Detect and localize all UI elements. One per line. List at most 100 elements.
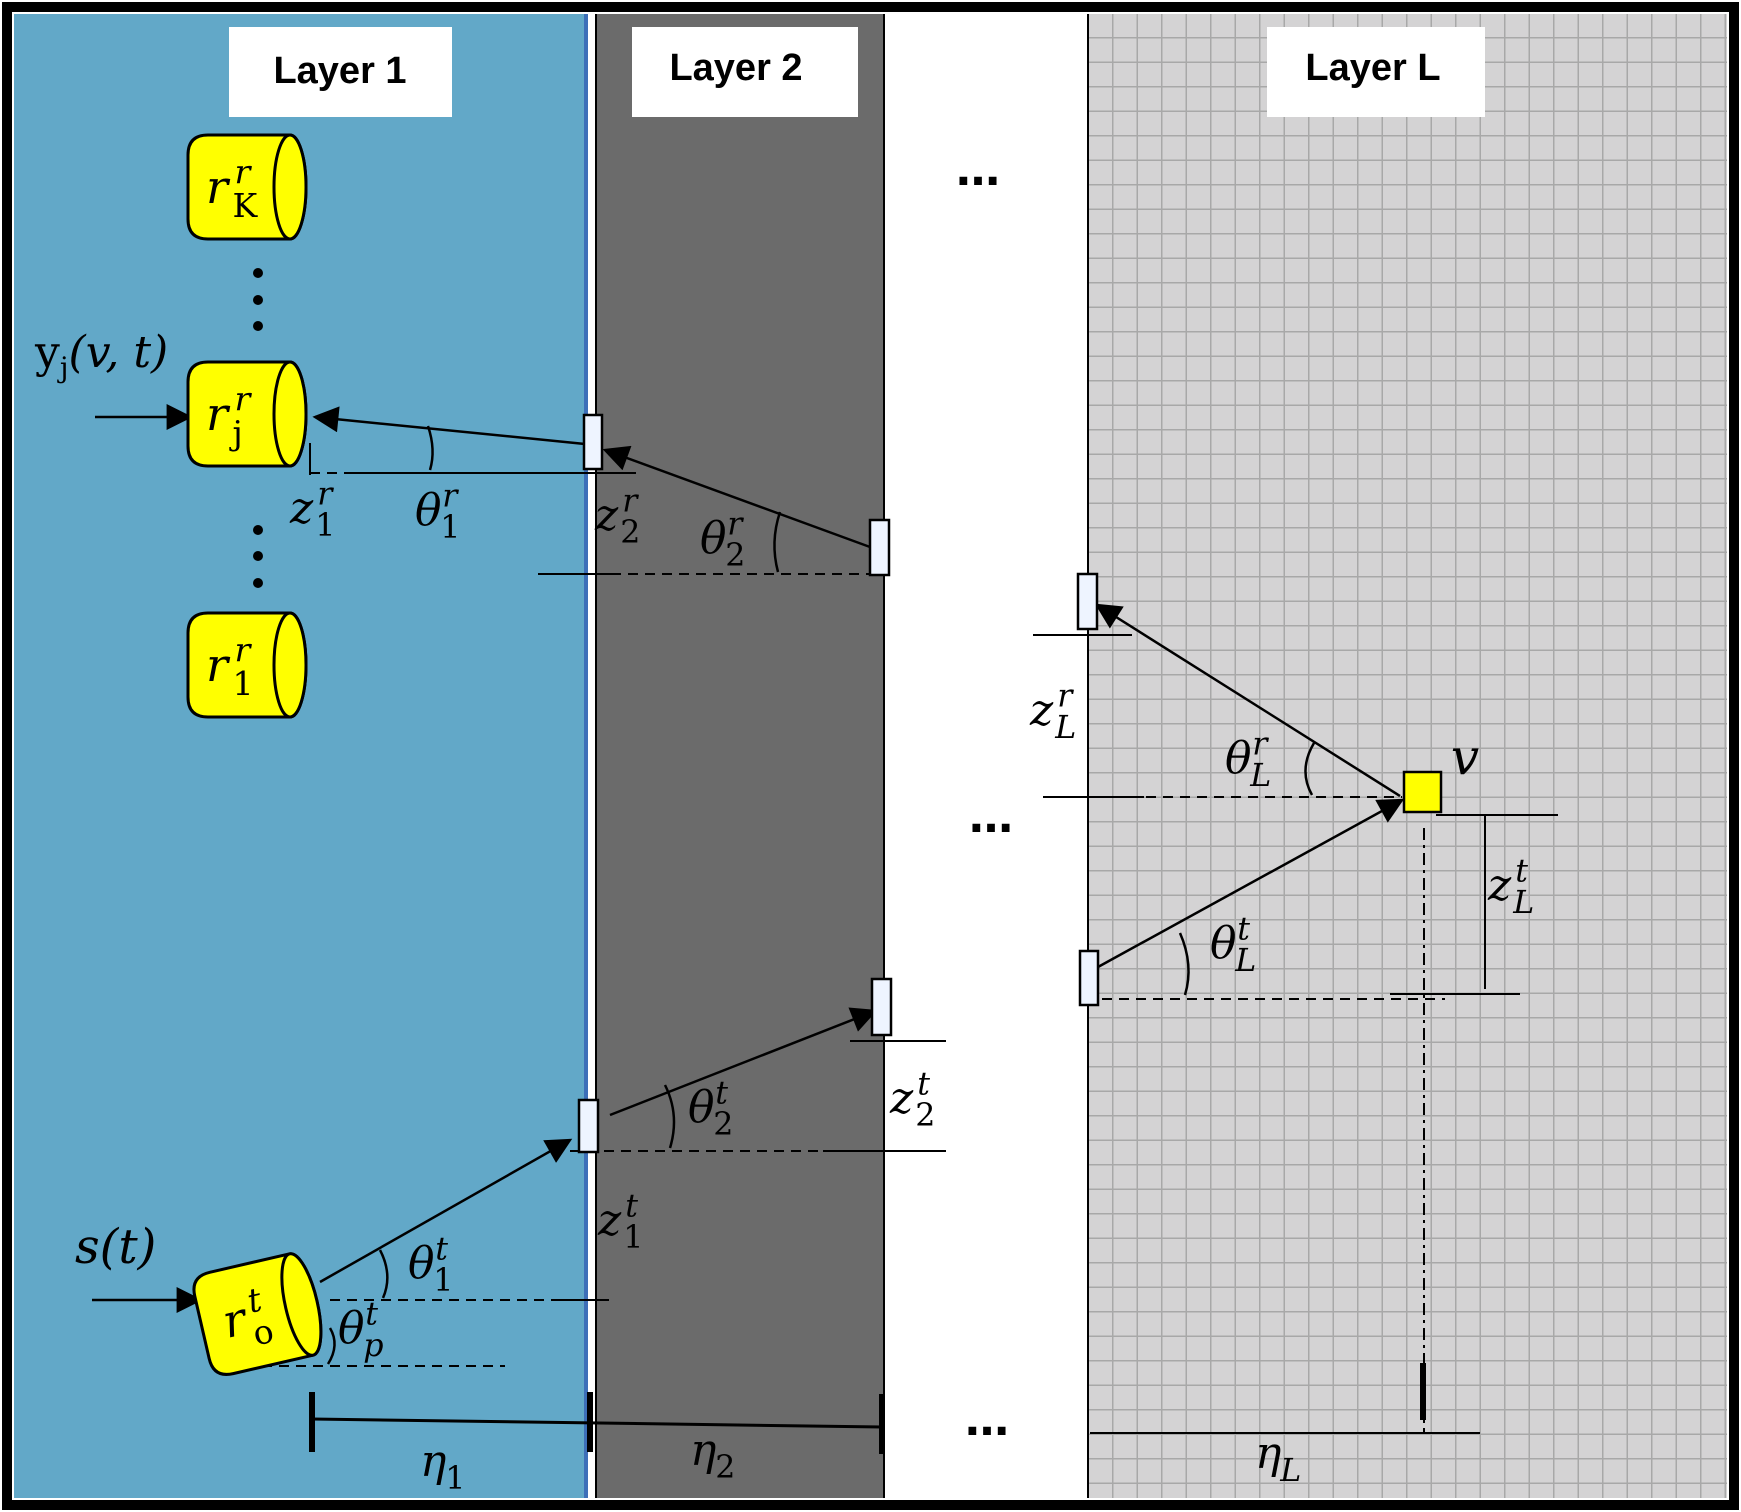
svg-text:r: r xyxy=(442,479,459,515)
svg-text:η: η xyxy=(1255,1428,1281,1479)
thickness-eta-2: η2 xyxy=(690,1425,735,1486)
layer-1-title-box: Layer 1 xyxy=(229,27,452,117)
svg-text:t: t xyxy=(715,1076,728,1112)
svg-text:r: r xyxy=(317,477,334,513)
sensor-layerL-transmit xyxy=(1078,949,1100,1007)
transmitter: rto xyxy=(192,1252,323,1376)
ellipsis-top: … xyxy=(956,145,1000,196)
svg-text:1: 1 xyxy=(440,510,460,546)
svg-text:1: 1 xyxy=(315,508,335,544)
svg-text:z: z xyxy=(289,483,314,534)
target-point xyxy=(1402,770,1443,814)
svg-text:2: 2 xyxy=(620,515,640,551)
svg-text:r: r xyxy=(1252,727,1269,763)
svg-text:2: 2 xyxy=(715,1450,735,1486)
layer-L-title: Layer L xyxy=(1305,47,1440,89)
svg-text:r: r xyxy=(727,507,744,543)
sensor-layerL-receive xyxy=(1076,572,1099,631)
svg-text:t: t xyxy=(1237,912,1250,948)
layer-2-title-box: Layer 2 xyxy=(632,27,858,117)
svg-text:r: r xyxy=(206,387,231,441)
vertical-dots-upper xyxy=(253,268,263,331)
svg-text:r: r xyxy=(206,638,231,692)
svg-text:r: r xyxy=(235,153,253,192)
svg-text:L: L xyxy=(1234,943,1256,979)
svg-text:1: 1 xyxy=(623,1220,643,1256)
layer-2-title: Layer 2 xyxy=(669,47,802,89)
svg-text:z: z xyxy=(597,1195,622,1246)
svg-text:z: z xyxy=(889,1073,914,1124)
svg-text:r: r xyxy=(622,484,639,520)
svg-text:θ: θ xyxy=(338,1303,365,1354)
svg-text:z: z xyxy=(1487,860,1512,911)
angle-arcs xyxy=(326,425,1316,1365)
thickness-eta-1: η1 xyxy=(420,1436,465,1497)
svg-text:θ: θ xyxy=(408,1238,435,1289)
svg-text:r: r xyxy=(206,160,231,214)
propagation-rays xyxy=(92,404,1405,1313)
svg-text:t: t xyxy=(365,1297,378,1333)
sensor-layer1-transmit xyxy=(577,1098,600,1154)
input-signal-label: s(t) xyxy=(75,1219,156,1275)
solid-reference-lines xyxy=(309,443,1558,1434)
svg-text:r: r xyxy=(235,380,253,419)
svg-text:K: K xyxy=(233,186,259,225)
vertical-dots-lower xyxy=(253,525,263,588)
svg-text:θ: θ xyxy=(688,1082,715,1133)
svg-text:1: 1 xyxy=(433,1263,453,1299)
svg-text:t: t xyxy=(625,1189,638,1225)
layer-1-region xyxy=(14,14,586,1498)
output-signal-label: yj(v, t) xyxy=(34,327,168,384)
svg-text:z: z xyxy=(594,490,619,541)
svg-text:r: r xyxy=(1057,679,1074,715)
svg-text:η: η xyxy=(690,1425,716,1476)
svg-text:t: t xyxy=(435,1232,448,1268)
svg-text:j: j xyxy=(229,413,243,452)
svg-text:L: L xyxy=(1279,1453,1301,1489)
ellipsis-bottom: … xyxy=(965,1395,1009,1446)
svg-text:2: 2 xyxy=(915,1098,935,1134)
svg-text:η: η xyxy=(420,1436,446,1487)
target-label: v xyxy=(1451,728,1479,786)
svg-text:2: 2 xyxy=(725,538,745,574)
sensor-layer1-receive xyxy=(582,413,604,471)
ellipsis-middle: … xyxy=(969,792,1013,843)
layer-1-title: Layer 1 xyxy=(273,50,406,92)
svg-text:θ: θ xyxy=(1210,918,1237,969)
layer-L-region xyxy=(1089,14,1727,1498)
svg-text:L: L xyxy=(1054,710,1076,746)
sensor-layer2-transmit xyxy=(870,977,893,1037)
svg-text:t: t xyxy=(917,1067,930,1103)
svg-text:r: r xyxy=(235,631,253,670)
layer-L-title-box: Layer L xyxy=(1267,27,1485,117)
sensor-layer2-receive xyxy=(868,518,891,577)
svg-text:1: 1 xyxy=(445,1461,465,1497)
svg-text:θ: θ xyxy=(1225,733,1252,784)
svg-text:t: t xyxy=(1515,854,1528,890)
svg-text:p: p xyxy=(363,1328,383,1364)
svg-text:1: 1 xyxy=(233,664,254,703)
svg-text:z: z xyxy=(1029,685,1054,736)
